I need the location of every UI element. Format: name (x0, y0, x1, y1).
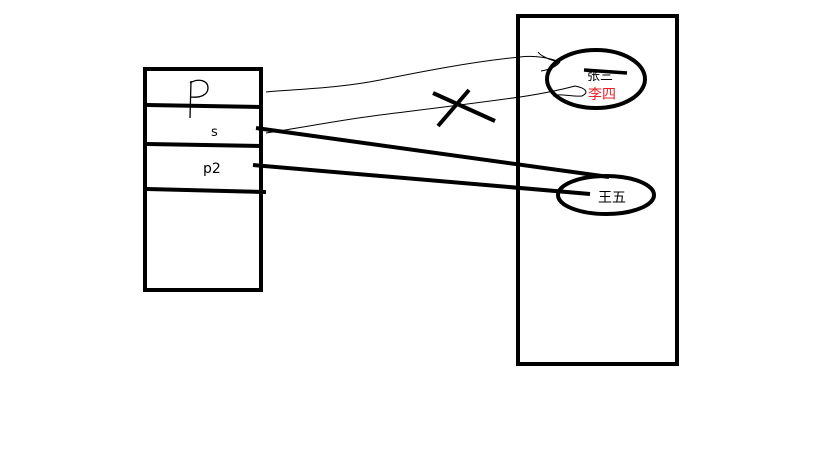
pointer-s-old (265, 85, 587, 134)
heap-object-1-new-name: 李四 (588, 87, 616, 103)
heap-object-2-name: 王五 (598, 190, 626, 206)
stack-divider-3 (146, 187, 267, 194)
heap-object-1 (545, 48, 647, 110)
pointer-s-new (255, 126, 610, 179)
stack-frame-border (143, 67, 263, 292)
stack-frame: p s p2 (143, 67, 267, 292)
strike-through-old-name (583, 68, 628, 75)
cross-mark-icon (432, 88, 496, 128)
stack-divider-2 (146, 142, 264, 148)
stack-slot-p2-label: p2 (203, 161, 221, 177)
heap-area-border (516, 14, 679, 366)
pointer-p2 (252, 163, 591, 196)
stack-divider-1 (146, 103, 262, 109)
pointer-p-old (265, 51, 561, 93)
stack-slot-p-glyph (189, 79, 209, 119)
stack-slot-s-label: s (211, 125, 218, 140)
